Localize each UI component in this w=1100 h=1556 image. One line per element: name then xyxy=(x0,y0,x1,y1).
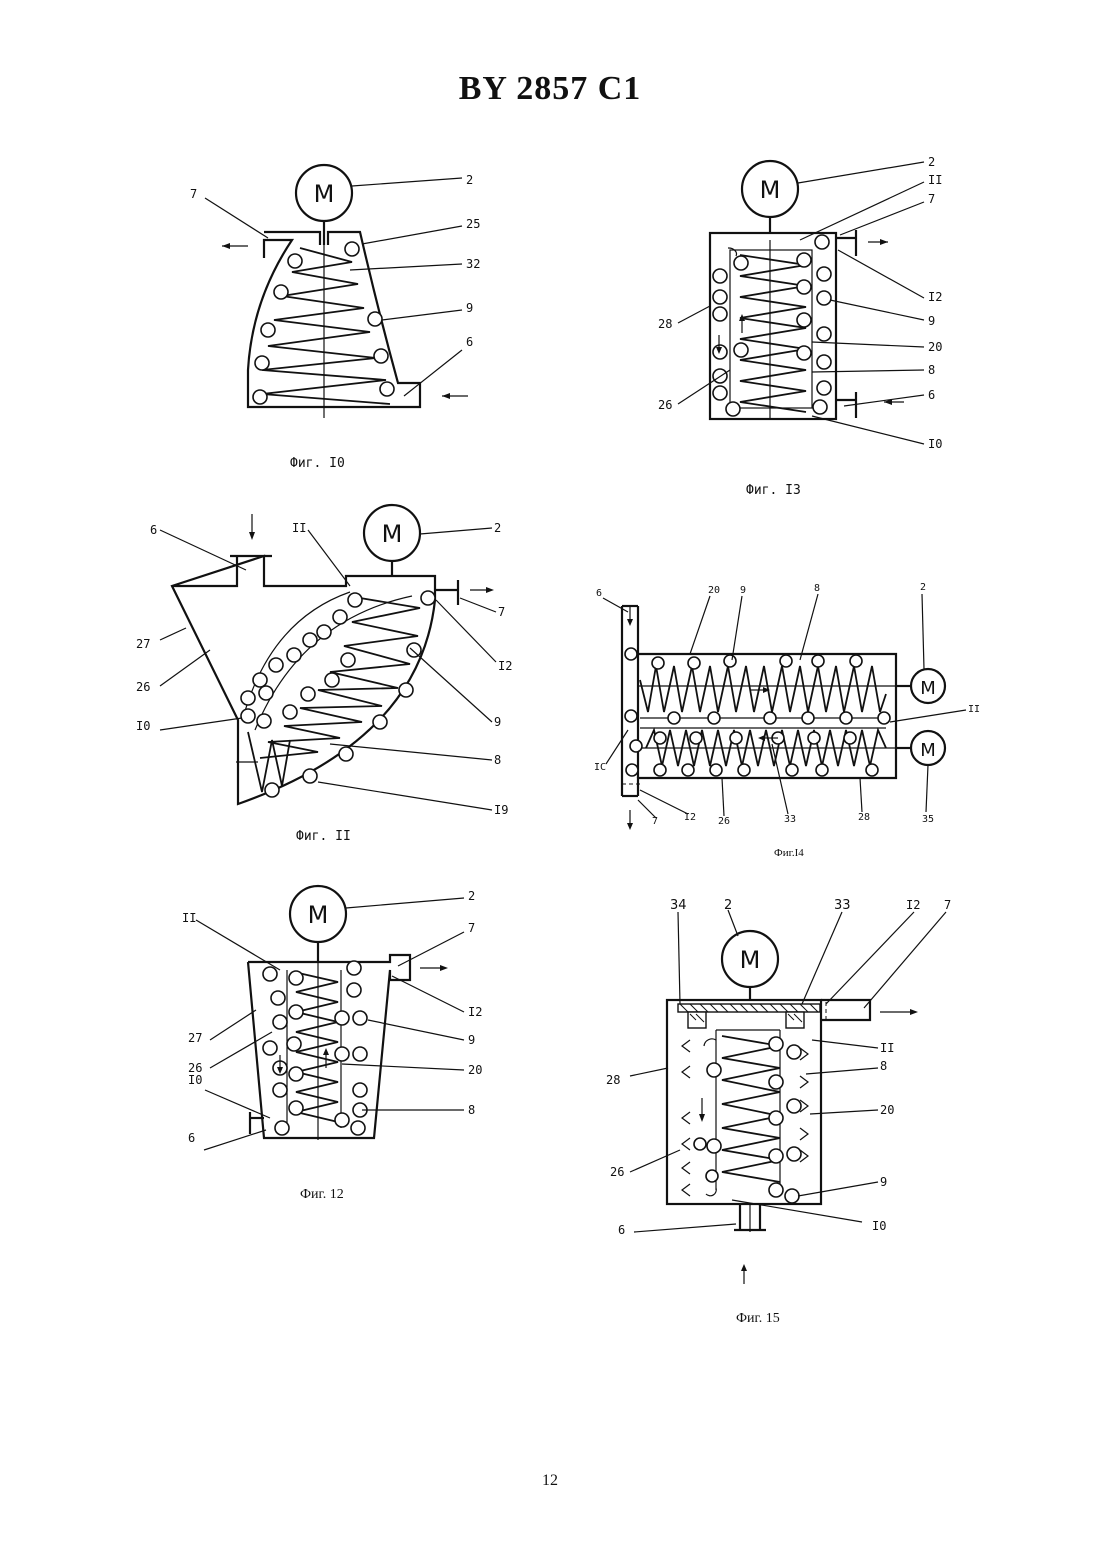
motor-label: M xyxy=(760,176,781,204)
label-8: 8 xyxy=(880,1059,887,1073)
label-7: 7 xyxy=(498,605,505,619)
label-25: 25 xyxy=(466,217,480,231)
label-26: 26 xyxy=(718,816,730,827)
label-9: 9 xyxy=(880,1175,887,1189)
label-6: 6 xyxy=(466,335,473,349)
label-20: 20 xyxy=(928,340,942,354)
label-6: 6 xyxy=(188,1131,195,1145)
motor-label: M xyxy=(308,901,329,929)
label-2: 2 xyxy=(468,889,475,903)
label-9: 9 xyxy=(928,314,935,328)
label-8: 8 xyxy=(468,1103,475,1117)
label-19: I9 xyxy=(494,803,508,817)
motor-label: M xyxy=(382,520,403,548)
label-12: I2 xyxy=(928,290,942,304)
label-27: 27 xyxy=(136,637,150,651)
label-8: 8 xyxy=(814,583,820,594)
label-10: I0 xyxy=(928,437,942,451)
label-28: 28 xyxy=(606,1073,620,1087)
label-7: 7 xyxy=(944,898,951,912)
figure-caption: Фиг. I0 xyxy=(290,456,345,471)
label-8: 8 xyxy=(494,753,501,767)
page-number: 12 xyxy=(0,1472,1100,1490)
label-34: 34 xyxy=(670,898,687,913)
motor-top-label: M xyxy=(920,678,936,699)
label-12: I2 xyxy=(498,659,512,673)
label-2: 2 xyxy=(928,155,935,169)
motor-bottom-label: M xyxy=(920,740,936,761)
label-6: 6 xyxy=(618,1223,625,1237)
label-26: 26 xyxy=(610,1165,624,1179)
label-11: II xyxy=(880,1041,894,1055)
label-6: 6 xyxy=(928,388,935,402)
label-9: 9 xyxy=(468,1033,475,1047)
figure-13: M 2 II 7 I2 9 20 8 6 I0 28 26 Фиг. I3 xyxy=(650,150,970,500)
label-32: 32 xyxy=(466,257,480,271)
label-11: II xyxy=(968,704,980,715)
label-12: I2 xyxy=(684,812,696,823)
label-2: 2 xyxy=(920,582,926,593)
label-20: 20 xyxy=(708,585,720,596)
patent-number-header: BY 2857 C1 xyxy=(0,70,1100,108)
label-6: 6 xyxy=(150,523,157,537)
label-9: 9 xyxy=(466,301,473,315)
label-12: I2 xyxy=(906,898,920,912)
figure-caption: Фиг. I3 xyxy=(746,483,801,498)
label-28: 28 xyxy=(658,317,672,331)
label-20: 20 xyxy=(880,1103,894,1117)
figure-12: M II 2 7 I2 27 9 26 20 I0 8 6 Фиг. 12 xyxy=(175,880,505,1200)
figure-15: M 34 2 33 I2 7 II 28 8 20 26 9 xyxy=(600,890,980,1330)
label-10: IC xyxy=(594,762,606,773)
label-11: II xyxy=(928,173,942,187)
label-9: 9 xyxy=(740,585,746,596)
label-7: 7 xyxy=(652,816,658,827)
label-28: 28 xyxy=(858,812,870,823)
label-2: 2 xyxy=(494,521,501,535)
label-8: 8 xyxy=(928,363,935,377)
figure-caption: Фиг.I4 xyxy=(774,847,804,859)
label-12: I2 xyxy=(468,1005,482,1019)
label-2: 2 xyxy=(724,898,732,913)
figure-10: M 7 2 25 32 9 6 Фиг. I0 xyxy=(180,160,500,480)
motor-label: M xyxy=(314,180,335,208)
label-10: I0 xyxy=(872,1219,886,1233)
label-26: 26 xyxy=(658,398,672,412)
label-7: 7 xyxy=(468,921,475,935)
label-7: 7 xyxy=(190,187,197,201)
label-35: 35 xyxy=(922,814,934,825)
label-33: 33 xyxy=(784,814,796,825)
figure-caption: Фиг. 12 xyxy=(300,1187,344,1202)
label-20: 20 xyxy=(468,1063,482,1077)
label-11: II xyxy=(292,521,306,535)
figure-14: M M 6 20 9 8 2 II xyxy=(585,575,995,865)
label-6: 6 xyxy=(596,588,602,599)
figure-caption: Фиг. II xyxy=(296,829,351,844)
label-27: 27 xyxy=(188,1031,202,1045)
motor-label: M xyxy=(740,946,761,974)
figure-caption: Фиг. 15 xyxy=(736,1311,780,1326)
label-7: 7 xyxy=(928,192,935,206)
figure-11: M 6 II 2 7 I2 27 26 9 I0 8 I9 Фиг. II xyxy=(130,505,530,845)
label-9: 9 xyxy=(494,715,501,729)
label-10: I0 xyxy=(188,1073,202,1087)
label-33: 33 xyxy=(834,898,851,913)
label-2: 2 xyxy=(466,173,473,187)
label-11: II xyxy=(182,911,196,925)
label-10: I0 xyxy=(136,719,150,733)
label-26: 26 xyxy=(136,680,150,694)
